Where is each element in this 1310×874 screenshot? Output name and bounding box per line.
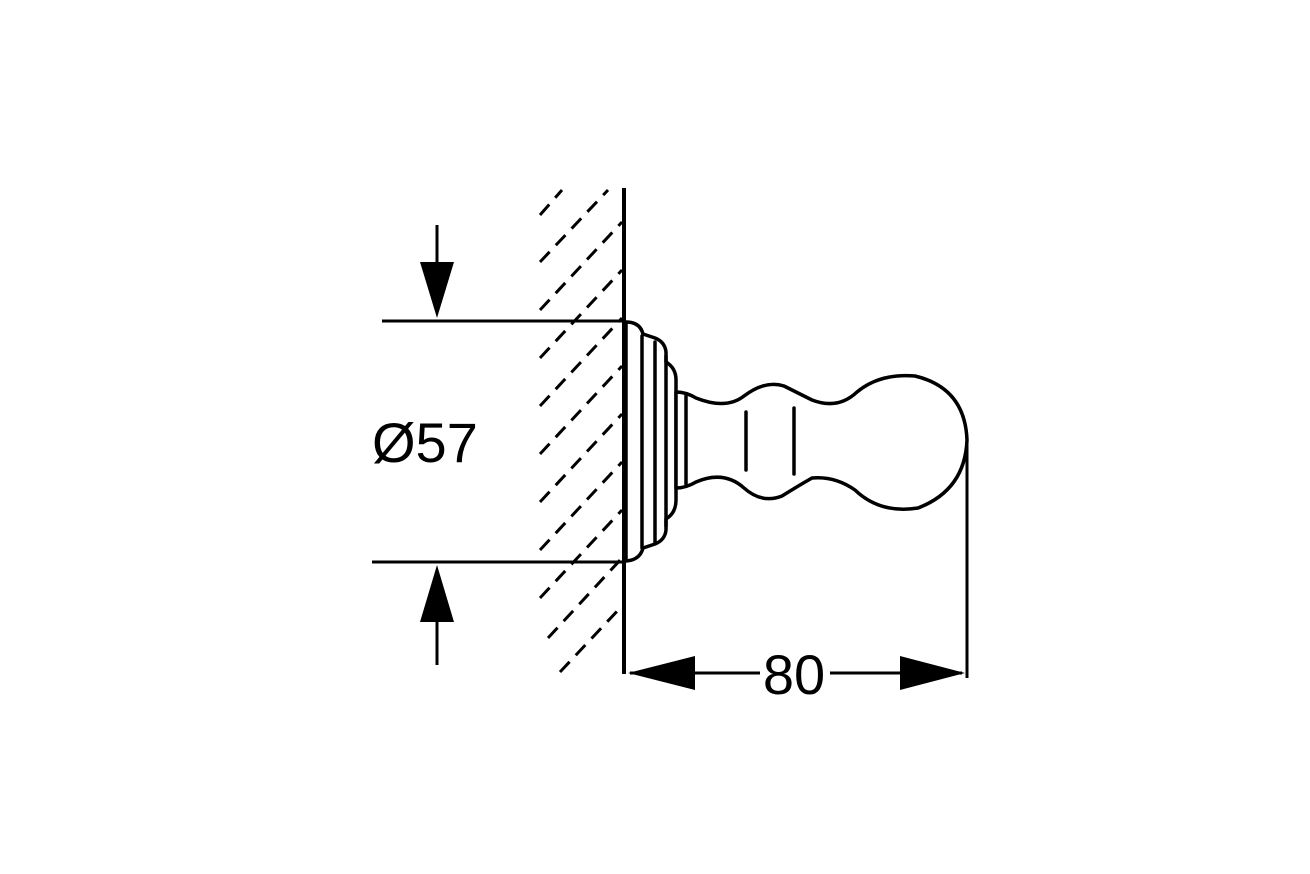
projection-label: 80 — [763, 643, 825, 706]
right-arrow-head — [900, 656, 965, 690]
diameter-dimension — [372, 225, 626, 665]
lower-arrow-head — [420, 565, 454, 622]
hook-body — [674, 373, 969, 511]
projection-dimension — [628, 440, 969, 690]
towel-hook — [624, 320, 969, 563]
upper-arrow-head — [420, 262, 454, 318]
left-arrow-head — [628, 656, 695, 690]
diameter-label: Ø57 — [372, 411, 478, 474]
rosette-plate — [624, 320, 678, 563]
wall-hatching — [538, 188, 624, 674]
